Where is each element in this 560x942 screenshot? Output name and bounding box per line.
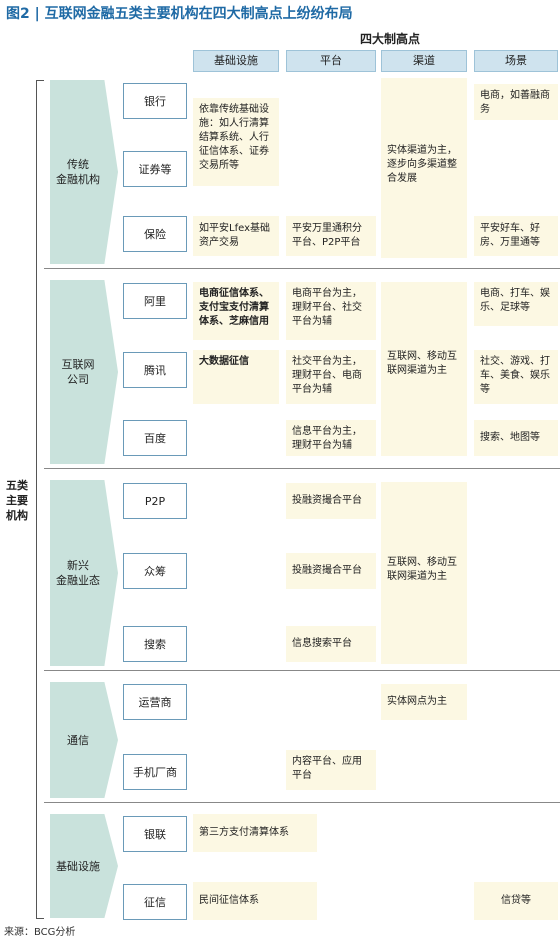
cell-search-platform: 信息搜索平台 xyxy=(286,626,376,662)
cell-credit-infrastructure: 民间征信体系 xyxy=(193,882,317,920)
group-internet-companies: 互联网 公司 xyxy=(50,280,118,464)
institution-tencent: 腾讯 xyxy=(123,352,187,388)
column-header-channel: 渠道 xyxy=(381,50,467,72)
group-label: 通信 xyxy=(67,733,89,747)
column-header-scene: 场景 xyxy=(474,50,558,72)
cell-trad-infrastructure: 依靠传统基础设施：如人行清算结算系统、人行征信体系、证券交易所等 xyxy=(193,98,279,186)
cell-credit-scene: 信贷等 xyxy=(474,882,558,920)
group-emerging-finance: 新兴 金融业态 xyxy=(50,480,118,666)
cell-alibaba-infrastructure: 电商征信体系、支付宝支付清算体系、芝麻信用 xyxy=(193,282,279,340)
outer-label: 五类 主要 机构 xyxy=(6,479,28,522)
cell-tencent-platform: 社交平台为主，理财平台、电商平台为辅 xyxy=(286,350,376,404)
group-separator xyxy=(44,802,560,803)
group-label: 基础设施 xyxy=(56,859,100,873)
cell-emerging-channel: 互联网、移动互联网渠道为主 xyxy=(381,482,467,664)
cell-alibaba-platform: 电商平台为主，理财平台、社交平台为辅 xyxy=(286,282,376,340)
group-label: 互联网 公司 xyxy=(61,358,95,386)
main-header: 四大制高点 xyxy=(359,32,420,46)
cell-alibaba-scene: 电商、打车、娱乐、足球等 xyxy=(474,282,558,326)
group-infrastructure: 基础设施 xyxy=(50,814,118,918)
institution-baidu: 百度 xyxy=(123,420,187,456)
cell-tencent-scene: 社交、游戏、打车、美食、娱乐等 xyxy=(474,350,558,404)
cell-insurance-scene: 平安好车、好房、万里通等 xyxy=(474,216,558,256)
cell-bank-scene: 电商，如善融商务 xyxy=(474,84,558,120)
cell-trad-channel: 实体渠道为主，逐步向多渠道整合发展 xyxy=(381,78,467,258)
cell-phone-platform: 内容平台、应用平台 xyxy=(286,750,376,790)
group-label: 传统 金融机构 xyxy=(56,158,100,186)
column-header-infrastructure: 基础设施 xyxy=(193,50,279,72)
group-separator xyxy=(44,670,560,671)
cell-p2p-platform: 投融资撮合平台 xyxy=(286,483,376,519)
institution-alibaba: 阿里 xyxy=(123,283,187,319)
cell-baidu-scene: 搜索、地图等 xyxy=(474,420,558,456)
cell-carrier-channel: 实体网点为主 xyxy=(381,684,467,720)
institution-phone-maker: 手机厂商 xyxy=(123,754,187,790)
group-separator xyxy=(44,268,560,269)
institution-credit-bureau: 征信 xyxy=(123,884,187,920)
cell-baidu-platform: 信息平台为主，理财平台为辅 xyxy=(286,420,376,456)
column-header-platform: 平台 xyxy=(286,50,376,72)
source-note: 来源：BCG分析 xyxy=(4,927,76,938)
institution-securities: 证券等 xyxy=(123,151,187,187)
cell-internet-channel: 互联网、移动互联网渠道为主 xyxy=(381,282,467,456)
group-label: 新兴 金融业态 xyxy=(56,559,100,587)
institution-search: 搜索 xyxy=(123,626,187,662)
cell-tencent-infrastructure: 大数据征信 xyxy=(193,350,279,404)
institution-carrier: 运营商 xyxy=(123,684,187,720)
outer-brace xyxy=(36,80,44,919)
group-traditional-finance: 传统 金融机构 xyxy=(50,80,118,264)
institution-crowdfunding: 众筹 xyxy=(123,553,187,589)
institution-unionpay: 银联 xyxy=(123,816,187,852)
page-title: 图2 | 互联网金融五类主要机构在四大制高点上纷纷布局 xyxy=(6,6,353,22)
institution-bank: 银行 xyxy=(123,83,187,119)
cell-insurance-platform: 平安万里通积分平台、P2P平台 xyxy=(286,216,376,256)
cell-unionpay-infrastructure: 第三方支付清算体系 xyxy=(193,814,317,852)
institution-insurance: 保险 xyxy=(123,216,187,252)
group-telecom: 通信 xyxy=(50,682,118,798)
group-separator xyxy=(44,468,560,469)
cell-insurance-infrastructure: 如平安Lfex基础资产交易 xyxy=(193,216,279,256)
institution-p2p: P2P xyxy=(123,483,187,519)
cell-crowdfunding-platform: 投融资撮合平台 xyxy=(286,553,376,589)
